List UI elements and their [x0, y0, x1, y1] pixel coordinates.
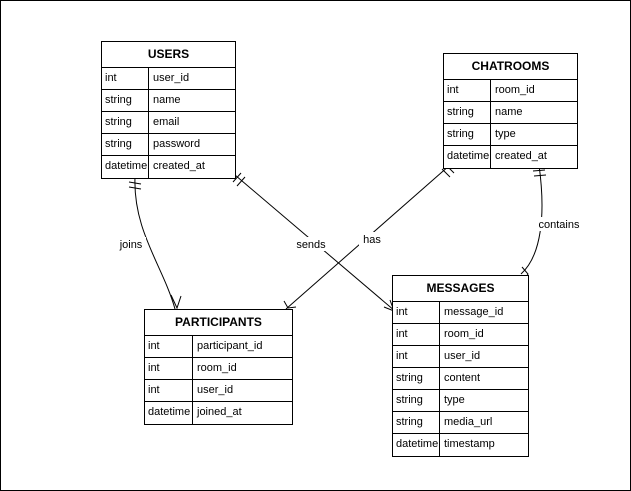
field-type: string	[102, 90, 149, 111]
field-type: string	[444, 102, 491, 123]
field-type: int	[145, 380, 193, 401]
entity-title: PARTICIPANTS	[145, 310, 292, 336]
entity-row: int room_id	[145, 358, 292, 380]
field-name: created_at	[153, 160, 205, 172]
field-name: type	[444, 394, 465, 406]
field-name: email	[153, 116, 180, 128]
edge-joins	[134, 176, 176, 310]
entity-row: string type	[444, 124, 577, 146]
entity-row: int participant_id	[145, 336, 292, 358]
field-name: password	[153, 138, 201, 150]
entity-row: string password	[102, 134, 235, 156]
field-type: int	[444, 80, 491, 101]
entity-row: string name	[102, 90, 235, 112]
entity-chatrooms[interactable]: CHATROOMS int room_id string name string…	[443, 53, 578, 169]
one-marker-users-joins	[128, 181, 142, 190]
entity-row: int message_id	[393, 302, 528, 324]
field-type: int	[145, 336, 193, 357]
field-name: content	[444, 372, 481, 384]
entity-row: datetime created_at	[444, 146, 577, 168]
entity-row: int room_id	[444, 80, 577, 102]
field-name: joined_at	[197, 406, 242, 418]
many-marker-participants-has	[283, 300, 297, 309]
field-type: int	[393, 302, 440, 323]
entity-participants[interactable]: PARTICIPANTS int participant_id int room…	[144, 309, 293, 425]
field-name: media_url	[444, 416, 493, 428]
field-type: string	[393, 368, 440, 389]
field-name: timestamp	[444, 438, 495, 450]
edge-label-sends: sends	[296, 239, 326, 251]
entity-row: int room_id	[393, 324, 528, 346]
field-type: int	[102, 68, 149, 89]
entity-title: USERS	[102, 42, 235, 68]
one-marker-chatrooms-contains	[532, 169, 547, 177]
field-name: type	[495, 128, 516, 140]
field-name: user_id	[197, 384, 234, 396]
field-name: name	[495, 106, 523, 118]
entity-row: int user_id	[393, 346, 528, 368]
edge-label-has: has	[363, 234, 381, 246]
field-name: name	[153, 94, 181, 106]
edge-contains	[520, 164, 543, 275]
entity-row: string email	[102, 112, 235, 134]
entity-row: string content	[393, 368, 528, 390]
field-type: string	[102, 112, 149, 133]
field-name: user_id	[153, 72, 190, 84]
field-type: datetime	[102, 156, 149, 178]
field-name: room_id	[495, 84, 535, 96]
entity-row: string name	[444, 102, 577, 124]
edge-label-contains: contains	[539, 219, 580, 231]
field-type: datetime	[145, 402, 193, 424]
field-name: room_id	[444, 328, 484, 340]
field-type: datetime	[444, 146, 491, 168]
field-type: string	[393, 412, 440, 433]
entity-row: datetime timestamp	[393, 434, 528, 456]
field-type: int	[393, 324, 440, 345]
field-name: user_id	[444, 350, 481, 362]
entity-row: datetime created_at	[102, 156, 235, 178]
many-marker-participants-joins	[170, 294, 182, 310]
entity-row: string media_url	[393, 412, 528, 434]
field-type: datetime	[393, 434, 440, 456]
field-type: string	[444, 124, 491, 145]
entity-row: string type	[393, 390, 528, 412]
entity-title: CHATROOMS	[444, 54, 577, 80]
field-type: int	[145, 358, 193, 379]
entity-row: datetime joined_at	[145, 402, 292, 424]
entity-row: int user_id	[102, 68, 235, 90]
entity-users[interactable]: USERS int user_id string name string ema…	[101, 41, 236, 179]
entity-messages[interactable]: MESSAGES int message_id int room_id int …	[392, 275, 529, 457]
one-marker-users-sends	[232, 172, 246, 187]
field-type: string	[102, 134, 149, 155]
field-name: room_id	[197, 362, 237, 374]
edge-label-joins: joins	[119, 239, 143, 251]
field-type: string	[393, 390, 440, 411]
entity-row: int user_id	[145, 380, 292, 402]
field-name: created_at	[495, 150, 547, 162]
field-name: participant_id	[197, 340, 263, 352]
field-type: int	[393, 346, 440, 367]
field-name: message_id	[444, 306, 504, 318]
entity-title: MESSAGES	[393, 276, 528, 302]
